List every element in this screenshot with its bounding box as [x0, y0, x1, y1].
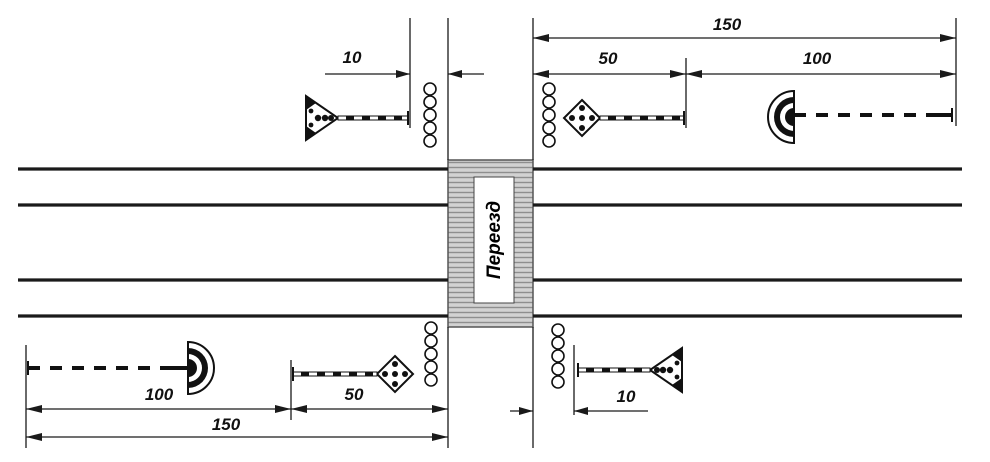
- dim-label-top-left-10: 10: [343, 48, 362, 67]
- extension-lines: [25, 18, 957, 448]
- crossing-label-plate: [473, 176, 515, 304]
- triangle-warning-sign-icon: [577, 346, 683, 394]
- signal-post-circles-icon: [542, 82, 556, 148]
- dim-label-bottom-left-50: 50: [345, 385, 364, 404]
- railway-tracks: [18, 167, 962, 318]
- dim-label-bottom-left-150: 150: [212, 415, 241, 434]
- signal-post-circles-icon: [551, 323, 565, 389]
- triangle-warning-sign-icon: [305, 94, 409, 142]
- dimension-labels: 10 50 100 150 100 50 150 10: [145, 15, 832, 434]
- crossing-label: Переезд: [484, 201, 505, 279]
- crossing-deck: Переезд: [447, 159, 534, 328]
- diamond-sign-icon: [562, 98, 685, 138]
- dim-label-bottom-left-100: 100: [145, 385, 174, 404]
- dimension-lines: [26, 34, 956, 441]
- diamond-sign-icon: [292, 354, 415, 394]
- dim-label-bottom-right-10: 10: [617, 387, 636, 406]
- dim-label-top-right-150: 150: [713, 15, 742, 34]
- dim-label-top-right-50: 50: [599, 49, 618, 68]
- semicircle-barrier-sign-icon: [27, 340, 215, 396]
- signal-post-circles-icon: [423, 82, 437, 148]
- signal-post-circles-icon: [424, 321, 438, 387]
- dim-label-top-right-100: 100: [803, 49, 832, 68]
- semicircle-barrier-sign-icon: [767, 89, 953, 145]
